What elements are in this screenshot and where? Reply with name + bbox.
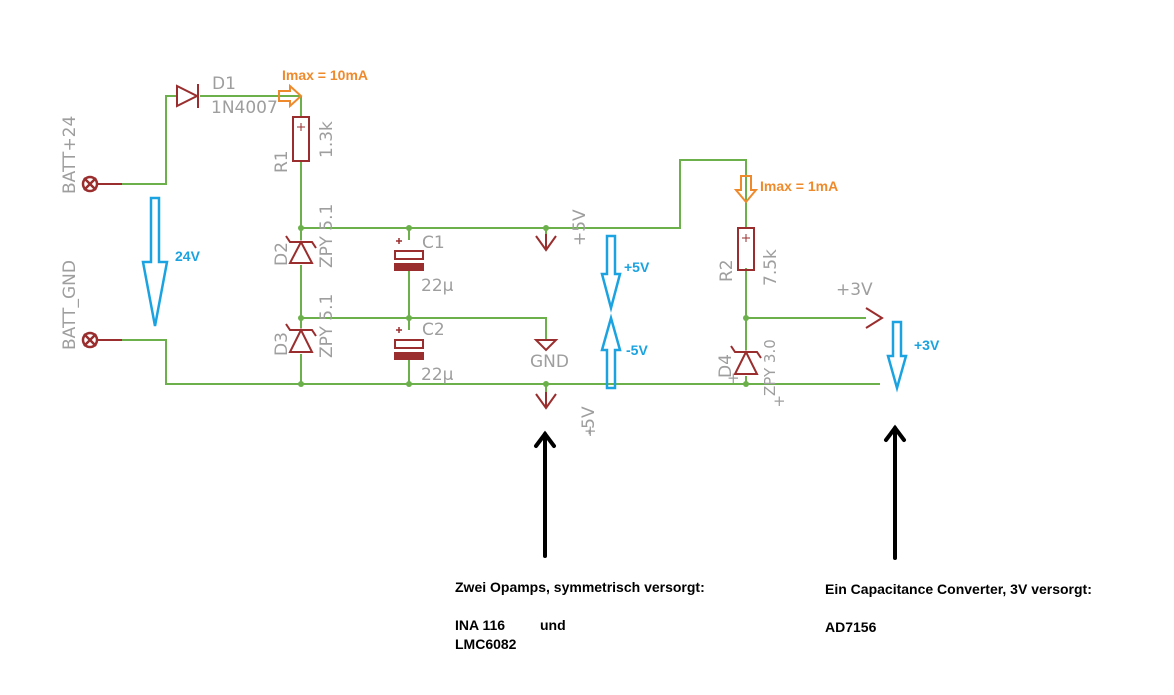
r2-value: 7.5k xyxy=(761,249,781,286)
wires xyxy=(122,95,880,392)
voltage-arrow-plus3 xyxy=(886,320,908,393)
connector-battgnd xyxy=(81,331,122,349)
d4-plus-marker: + xyxy=(773,392,786,410)
converter-line1: AD7156 xyxy=(825,619,877,635)
supply-plus3-symbol xyxy=(865,307,884,329)
junction-dot xyxy=(743,315,749,321)
junctions xyxy=(298,225,749,387)
supply-plus5-symbol xyxy=(535,234,557,252)
capacitor-c2 xyxy=(394,327,424,360)
current-label-i1: Imax = 10mA xyxy=(282,67,368,83)
current-label-i2: Imax = 1mA xyxy=(760,178,838,194)
c1-name: C1 xyxy=(422,233,445,253)
zener-d2 xyxy=(285,235,317,264)
d1-name: D1 xyxy=(212,74,236,94)
r2-name: R2 xyxy=(717,259,737,282)
converter-title: Ein Capacitance Converter, 3V versorgt: xyxy=(825,581,1092,597)
junction-dot xyxy=(743,381,749,387)
junction-dot xyxy=(298,381,304,387)
junction-dot xyxy=(406,225,412,231)
supply-gnd-symbol xyxy=(533,339,559,352)
connector-label-batt24: BATT+24 xyxy=(60,116,80,194)
zener-d4 xyxy=(730,345,762,375)
opamps-line2: LMC6082 xyxy=(455,636,517,652)
d4-name: D4 xyxy=(716,354,736,378)
wire-batt-gnd xyxy=(122,339,880,385)
diode-d1 xyxy=(176,84,200,108)
voltage-label-minus5: -5V xyxy=(626,342,648,358)
resistor-r1 xyxy=(292,116,310,162)
junction-dot xyxy=(406,315,412,321)
wire-plus5-rail xyxy=(301,159,747,229)
supply-label-minus5: -5V xyxy=(579,406,599,435)
r1-name: R1 xyxy=(272,150,292,173)
junction-dot xyxy=(298,225,304,231)
r1-value: 1.3k xyxy=(317,121,337,158)
opamps-line1: INA 116 xyxy=(455,617,506,633)
wire-batt24-d1 xyxy=(122,95,176,185)
current-arrow-i2 xyxy=(733,175,759,204)
supply-label-plus5: +5V xyxy=(570,209,590,246)
d2-name: D2 xyxy=(272,242,292,266)
c2-name: C2 xyxy=(422,320,445,340)
wire-gnd-rail xyxy=(301,317,547,340)
voltage-arrow-24v xyxy=(141,196,169,327)
minus5-plus-marker: + xyxy=(584,422,597,440)
pointer-arrow-converter xyxy=(884,424,906,560)
c2-value: 22µ xyxy=(421,365,454,385)
junction-dot xyxy=(543,225,549,231)
c1-value: 22µ xyxy=(421,276,454,296)
voltage-arrow-minus5 xyxy=(600,313,622,390)
supply-label-gnd: GND xyxy=(530,352,569,372)
voltage-arrow-plus5 xyxy=(600,234,622,313)
d1-value: 1N4007 xyxy=(211,98,278,118)
connector-batt24 xyxy=(81,175,122,193)
d3-value: ZPY 5.1 xyxy=(317,294,337,358)
junction-dot xyxy=(543,381,549,387)
d3-name: D3 xyxy=(272,332,292,356)
supply-label-plus3: +3V xyxy=(836,280,873,300)
d4-value: ZPY 3.0 xyxy=(761,339,779,396)
opamps-line1b: und xyxy=(540,617,566,633)
junction-dot xyxy=(298,315,304,321)
voltage-label-24v: 24V xyxy=(175,248,201,264)
opamps-title: Zwei Opamps, symmetrisch versorgt: xyxy=(455,579,705,595)
connector-label-battgnd: BATT_GND xyxy=(60,260,80,350)
pointer-arrow-opamps xyxy=(534,430,556,558)
current-arrow-i1 xyxy=(278,83,303,109)
d4-plus-marker: + xyxy=(727,369,740,387)
d2-value: ZPY 5.1 xyxy=(317,204,337,268)
capacitor-c1 xyxy=(394,238,424,271)
resistor-r2 xyxy=(737,227,755,271)
voltage-label-plus3: +3V xyxy=(914,337,940,353)
supply-minus5-symbol xyxy=(535,392,557,410)
junction-dot xyxy=(406,381,412,387)
voltage-label-plus5: +5V xyxy=(624,259,650,275)
zener-d3 xyxy=(285,323,317,353)
